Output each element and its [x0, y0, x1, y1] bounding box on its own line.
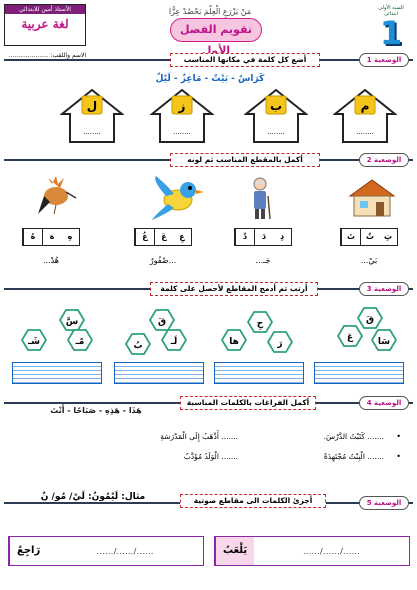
example-text: مثال: لَيْمُونٌ: لَيْ/ مُو/ نٌ [40, 492, 146, 502]
motto: مَنْ يَزْرَعِ الْعِلْمَ يَحْصُدْ عِزًّا [168, 7, 252, 16]
syllable-option[interactable]: تَ [341, 229, 360, 245]
answer-line[interactable] [114, 362, 204, 384]
house-letter: ز [178, 99, 186, 113]
syllable-option[interactable]: عُ [135, 229, 154, 245]
syllable: عَ [347, 333, 354, 343]
section-5-instruction: أجزئ الكلمات الى مقاطع صوتية [180, 494, 326, 508]
house-icon [348, 179, 396, 217]
syllable-option[interactable]: هُ [23, 229, 42, 245]
syllable-option[interactable]: تٌ [360, 229, 379, 245]
syllable: قَ [158, 317, 166, 327]
house-blank: ........ [267, 128, 285, 136]
subject-box: الأستاذ أمين للابتدائي لغة عربية [4, 4, 86, 46]
house-blank: ........ [173, 128, 191, 136]
hexagon-group: قَ لَـ بُ [124, 309, 188, 355]
section-5-label: الوضعية 5 [359, 496, 409, 510]
section-3-instruction: أرتب ثم أدمج المقاطع لأحصل على كلمة [150, 282, 318, 296]
split-answer-field[interactable]: ....../....../...... [96, 546, 154, 556]
answer-line[interactable] [214, 362, 304, 384]
section-4-label: الوضعية 4 [359, 396, 409, 410]
syllable-options: عُ عَ عِ [134, 228, 192, 246]
teacher-label: الأستاذ أمين للابتدائي [5, 5, 85, 14]
year-label: السنة الأولى ابتدائي [378, 5, 404, 17]
bird-icon [152, 176, 204, 220]
section-4-instruction: أكمل الفراغات بالكلمات المناسبة [180, 396, 316, 410]
syllable: مْـ [75, 337, 85, 347]
year-badge: السنة الأولى ابتدائي 1 [371, 5, 411, 52]
house-blank: ........ [356, 128, 374, 136]
answer-line[interactable] [12, 362, 102, 384]
syllable-options: تَ تٌ تِ [340, 228, 398, 246]
section-3-label: الوضعية 3 [359, 282, 409, 296]
syllable: بُ [133, 341, 142, 351]
syllable: سَّ [66, 317, 78, 327]
grandfather-icon [253, 177, 271, 220]
syllable-options: هُ هَ هِ [22, 228, 80, 246]
syllable-answer[interactable]: بَيْ... [360, 256, 378, 265]
syllable-answer[interactable]: جَـ... [255, 256, 271, 265]
section-1-word-bank: كَرَاسٌ - بَيْتٌ - مَاعِزٌ - لَيْلٌ [155, 74, 265, 84]
syllable: رَ [276, 339, 282, 349]
house-letter: م [361, 99, 370, 114]
section-2-instruction: أكمل بالمقطع المناسب ثم لونه [170, 153, 320, 167]
syllable: ها [229, 337, 239, 347]
house-letter: ب [270, 99, 282, 113]
syllable-option[interactable]: دُ [235, 229, 254, 245]
syllable-option[interactable]: هَ [42, 229, 61, 245]
bullet: • [396, 432, 401, 441]
syllable: سَا [378, 337, 390, 347]
section-1-instruction: أضع كل كلمة في مكانها المناسب [170, 53, 320, 67]
section-2-label: الوضعية 2 [359, 153, 409, 167]
section-4-word-bank: هَذَا - هَذِهِ - صَبَاحًا - أَنْتَ [50, 406, 142, 415]
house-blank: ........ [83, 128, 101, 136]
subject-title: لغة عربية [21, 17, 69, 31]
split-exercise: رَاجِعٌ ....../....../...... [8, 536, 204, 566]
syllable-options: دُ دَ دِ [234, 228, 292, 246]
syllable: شَـ [27, 337, 40, 347]
syllable: لَـ [170, 335, 178, 347]
bullet: • [396, 452, 401, 461]
year-number: 1 [379, 14, 403, 52]
syllable-option[interactable]: تِ [383, 232, 393, 241]
syllable-option[interactable]: عِ [179, 232, 185, 241]
answer-line[interactable] [314, 362, 404, 384]
sentence[interactable]: ....... أَذْهَبُ إِلَى الْمَدْرَسَةِ [160, 432, 238, 441]
syllable-option[interactable]: دِ [279, 232, 285, 241]
sentence[interactable]: ....... كَتَبْتُ الدَّرْسَ. [323, 432, 384, 441]
house-m: م ........ [333, 88, 397, 143]
house-l: ل ........ [60, 88, 124, 143]
house-letter: ل [87, 99, 97, 113]
split-answer-field[interactable]: ....../....../...... [302, 546, 361, 556]
page-title: تقويم الفصل الأول [170, 18, 262, 57]
section-1-label: الوضعية 1 [359, 53, 409, 67]
syllable-option[interactable]: دَ [254, 229, 273, 245]
hexagon-group: حِ ها رَ [220, 311, 294, 353]
syllable: حِ [257, 319, 264, 331]
house-z: ز ........ [150, 88, 214, 143]
hoopoe-icon [38, 176, 77, 215]
syllable-option[interactable]: عَ [154, 229, 173, 245]
word-to-split: يَلْعَبُ [215, 537, 255, 565]
hexagon-group: سَّ مْـ شَـ [20, 309, 94, 351]
sentence[interactable]: ....... الْوَلَدُ مُؤَدَّبٌ [183, 452, 238, 461]
syllable-option[interactable]: هِ [67, 232, 73, 241]
house-b: ب ........ [244, 88, 308, 143]
syllable-answer[interactable]: هُدْ... [42, 256, 60, 265]
syllable-answer[interactable]: ...صْفُورٌ [149, 256, 177, 265]
split-exercise: يَلْعَبُ ....../....../...... [214, 536, 410, 566]
sentence[interactable]: ....... الْبِنْتُ مُجْتَهِدَةٌ [323, 452, 384, 461]
hexagon-group: قَ عَ سَا [336, 307, 398, 351]
word-to-split: رَاجِعٌ [9, 537, 48, 565]
student-name-field[interactable]: الاسم واللقب: ..................... [8, 52, 86, 59]
syllable: قَ [366, 315, 374, 325]
